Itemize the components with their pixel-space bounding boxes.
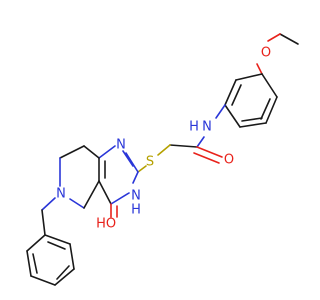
c2-n1-double [122,150,134,167]
ch2-s-bond [157,144,171,156]
phenyl-bond-2 [265,96,278,124]
tetrahydropyridine-ring [59,145,100,209]
n6-c5-bond [69,198,85,209]
ring-nitrogen-6-label: N [56,187,66,202]
amide-hydrogen-label: H [189,120,199,135]
methoxy-oxygen-label: O [261,46,271,61]
amide-nitrogen-label: N [202,120,212,135]
benzyl-double-1 [32,253,38,274]
methoxy-group [256,33,299,75]
carbonyl-ch2-bond [169,144,198,148]
amide-oxygen-label: O [224,153,234,168]
amide-linker [137,104,226,173]
c5-c4a-bond [83,180,100,209]
methoxy-o-bond-b [256,63,263,75]
keto-oxygen-label: O [106,217,116,232]
pyrimidinone-ring [98,145,139,218]
carbonyl-o-double [193,152,220,164]
ch2-phenyl-bond [41,209,46,236]
c2-n1-bond [125,152,139,173]
ring-nitrogen-3-label: N [131,189,141,204]
c4-n3-bond [110,192,130,205]
phenyl-double-2 [231,84,242,106]
benzyl-double-2 [56,265,70,280]
phenyl-bond-6 [235,73,263,81]
benzyl-ring-4 [54,268,75,286]
keto-hydrogen-label: H [96,217,106,232]
c4a-c4-bond [98,180,112,205]
benzyl-ring-6 [44,234,71,245]
sulfur-label: S [146,155,154,170]
methyl-bond [279,33,299,45]
s-ring-bond [137,165,147,173]
n-carbonyl-bond [196,136,205,148]
benzyl-ring-3 [30,275,56,286]
phenyl-double-3 [241,117,263,122]
phenyl-bond-3 [239,122,267,128]
benzyl-ring-2 [26,250,32,277]
c2-n3-bond [132,171,139,184]
ring-nitrogen-1-label: N [116,138,126,153]
methoxy-o-bond-a [267,33,281,42]
aryl-n-bond [215,104,226,119]
c8a-c8-bond [83,145,100,159]
phenyl-bond-5 [224,79,237,106]
phenyl-bond-4 [224,104,241,128]
phenyl-bond-1 [261,73,278,98]
benzyl-group [26,197,75,286]
benzyl-double-3 [47,241,66,250]
ring-hydrogen-label: H [131,203,141,218]
n-ch2-bond [41,197,56,211]
c8-c7-bond [59,145,85,159]
molecule-diagram: O N H O S N N H N O H [26,33,299,286]
methoxyphenyl-ring [224,73,278,128]
phenyl-double-1 [260,98,271,120]
benzyl-ring-5 [69,243,75,270]
benzyl-ring-1 [26,234,46,252]
n1-c8a-bond [98,145,116,159]
carbonyl-o-bond [196,146,223,158]
